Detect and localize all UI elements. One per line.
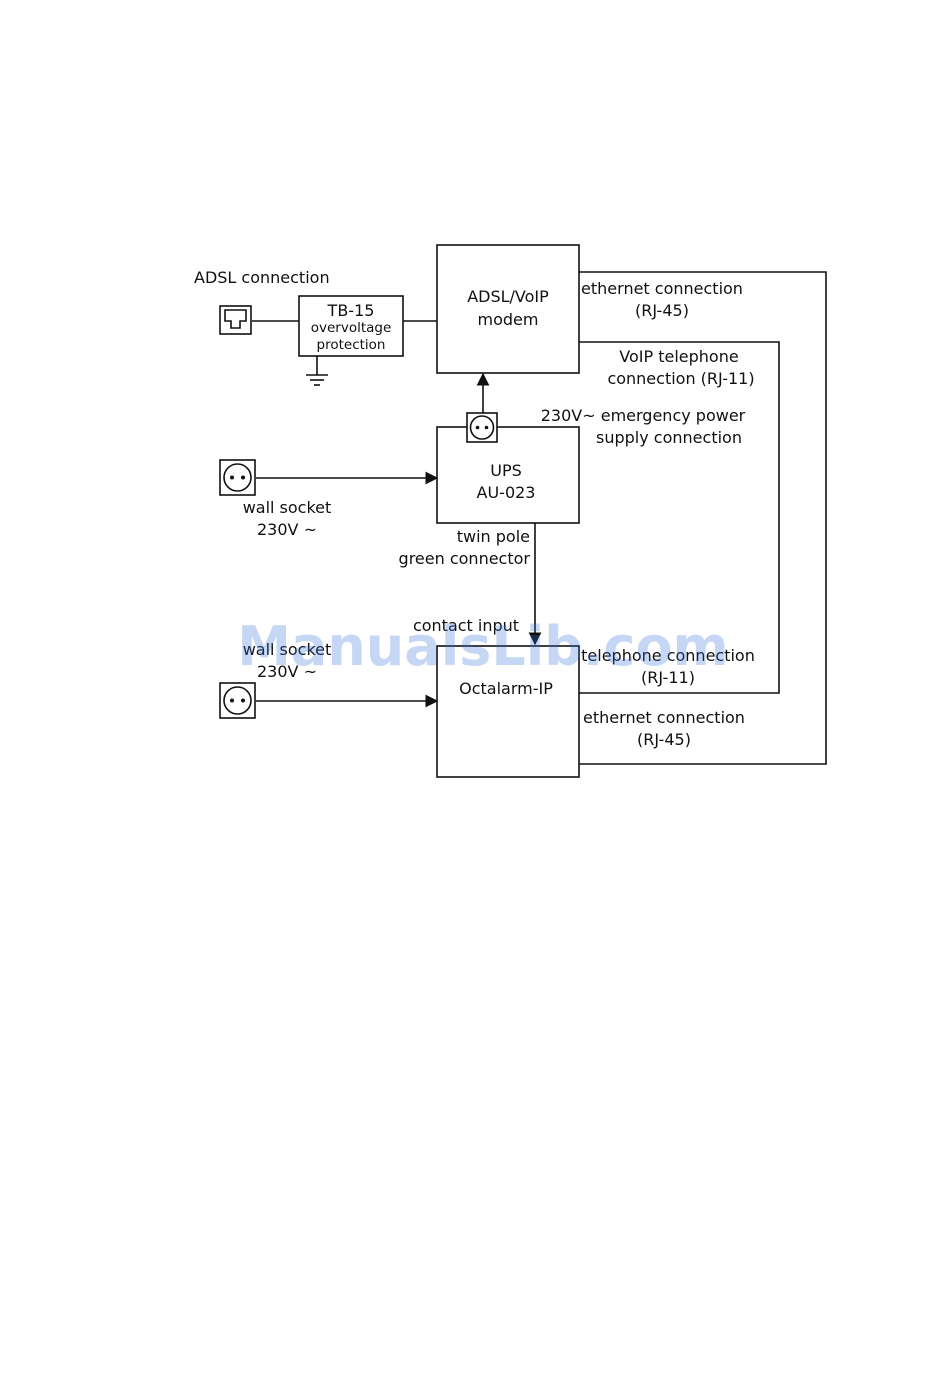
ethernet-wire	[579, 271, 827, 765]
ethernet-label-bottom: ethernet connection	[583, 708, 745, 727]
wall-voltage-label-1: 230V ~	[257, 520, 317, 539]
voip-label: VoIP telephone	[619, 347, 738, 366]
emergency-power-label: 230V~ emergency power	[541, 406, 746, 425]
green-connector-label: green connector	[399, 549, 531, 568]
ethernet-rj45-bottom: (RJ-45)	[637, 730, 691, 749]
twin-pole-label: twin pole	[457, 527, 530, 546]
wall-socket-label-1: wall socket	[243, 498, 332, 517]
ethernet-rj45-top: (RJ-45)	[635, 301, 689, 320]
telephone-label: telephone connection	[581, 646, 755, 665]
tb15-title: TB-15	[327, 301, 375, 320]
ups-label: UPS	[490, 461, 522, 480]
ups-model-label: AU-023	[477, 483, 536, 502]
ethernet-label-top: ethernet connection	[581, 279, 743, 298]
contact-input-label: contact input	[413, 616, 519, 635]
ground-icon	[306, 356, 328, 386]
telephone-rj11-label: (RJ-11)	[641, 668, 695, 687]
ups-box	[436, 426, 580, 524]
watermark: ManualsLib.com	[237, 615, 729, 678]
rj-jack-icon	[219, 305, 252, 335]
tb15-line3: protection	[317, 337, 386, 353]
power-socket-icon	[219, 459, 256, 496]
octalarm-label: Octalarm-IP	[459, 679, 553, 698]
adsl-connection-label: ADSL connection	[194, 268, 330, 287]
octalarm-box	[436, 645, 580, 778]
voip-label-2: connection (RJ-11)	[607, 369, 754, 388]
wall-socket-label-2: wall socket	[243, 640, 332, 659]
modem-label-2: modem	[478, 310, 539, 329]
tb15-box	[298, 295, 404, 357]
power-socket-icon	[219, 682, 256, 719]
tb15-line2: overvoltage	[311, 320, 392, 336]
emergency-power-label-2: supply connection	[596, 428, 742, 447]
wall-voltage-label-2: 230V ~	[257, 662, 317, 681]
telephone-wire	[579, 341, 780, 694]
modem-label: ADSL/VoIP	[467, 287, 549, 306]
modem-box	[436, 244, 580, 374]
power-socket-icon	[466, 412, 498, 443]
